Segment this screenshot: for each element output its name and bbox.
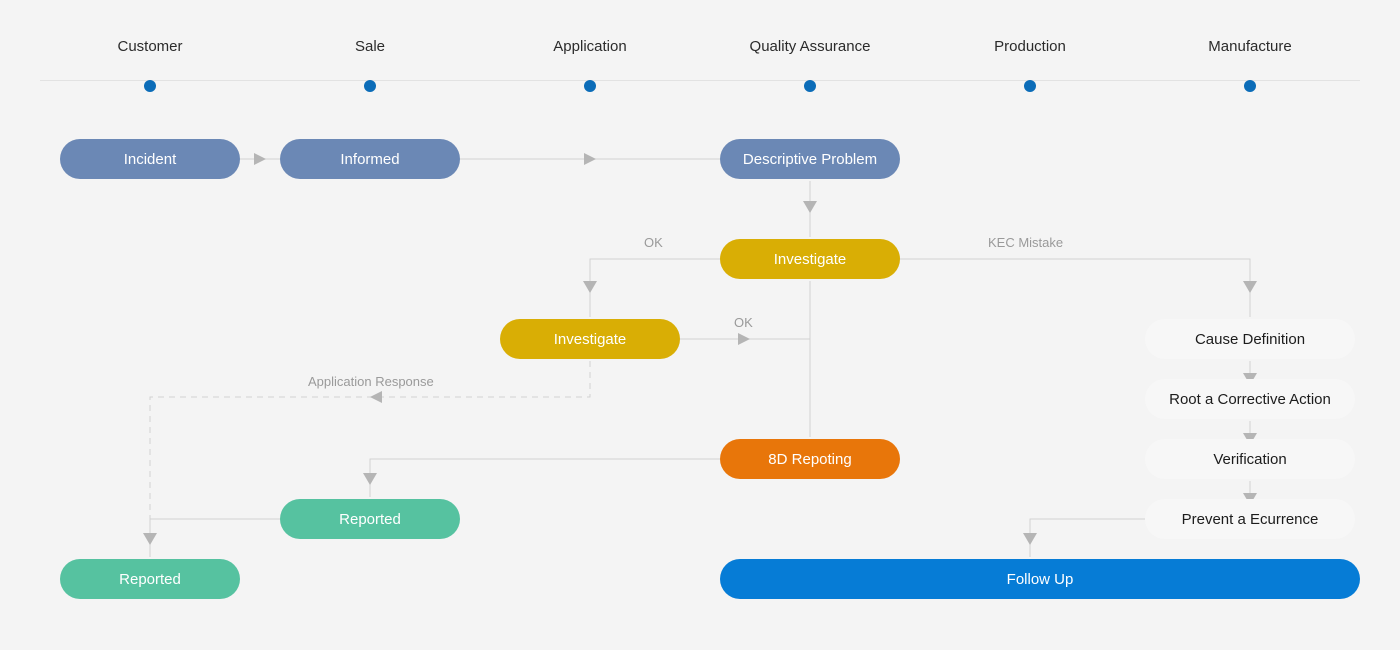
lane-label-sale: Sale (354, 38, 386, 55)
node-reported-customer-label: Reported (119, 570, 181, 588)
node-descriptive-problem[interactable]: Descriptive Problem (720, 139, 900, 179)
lane-label-quality-assurance: Quality Assurance (749, 38, 871, 55)
lane-label-production: Production (994, 38, 1066, 55)
lane-customer: Customer (40, 38, 260, 92)
node-incident-label: Incident (123, 150, 177, 168)
node-follow-up[interactable]: Follow Up (720, 559, 1360, 599)
node-investigate-qa[interactable]: Investigate (720, 239, 900, 279)
lane-dot-production[interactable] (1024, 80, 1036, 92)
node-8d-reporting-label: 8D Repoting (768, 450, 852, 468)
lane-dot-manufacture[interactable] (1244, 80, 1256, 92)
node-verification[interactable]: Verification (1145, 439, 1355, 479)
lane-quality-assurance: Quality Assurance (700, 38, 920, 92)
lane-label-customer: Customer (117, 38, 183, 55)
lane-label-manufacture: Manufacture (1208, 38, 1292, 55)
lane-dot-sale[interactable] (364, 80, 376, 92)
edge-label-application-response: Application Response (308, 374, 434, 389)
node-investigate-qa-label: Investigate (773, 250, 847, 268)
edge-label-kec-mistake: KEC Mistake (988, 235, 1064, 250)
node-descriptive-problem-label: Descriptive Problem (742, 150, 878, 168)
lane-dot-application[interactable] (584, 80, 596, 92)
lane-dot-quality-assurance[interactable] (804, 80, 816, 92)
node-informed[interactable]: Informed (280, 139, 460, 179)
node-root-corrective-action[interactable]: Root a Corrective Action (1145, 379, 1355, 419)
lane-production: Production (920, 38, 1140, 92)
node-root-corrective-action-label: Root a Corrective Action (1169, 390, 1331, 408)
node-investigate-application-label: Investigate (553, 330, 627, 348)
lane-label-application: Application (553, 38, 627, 55)
edge-label-ok-left: OK (644, 235, 663, 250)
edge-label-ok-mid: OK (734, 315, 753, 330)
lane-sale: Sale (260, 38, 480, 92)
node-reported-sale[interactable]: Reported (280, 499, 460, 539)
lane-dot-customer[interactable] (144, 80, 156, 92)
node-reported-customer[interactable]: Reported (60, 559, 240, 599)
node-8d-reporting[interactable]: 8D Repoting (720, 439, 900, 479)
node-prevent-recurrence-label: Prevent a Ecurrence (1181, 510, 1319, 528)
lane-application: Application (480, 38, 700, 92)
lane-manufacture: Manufacture (1140, 38, 1360, 92)
node-cause-definition-label: Cause Definition (1194, 330, 1306, 348)
node-prevent-recurrence[interactable]: Prevent a Ecurrence (1145, 499, 1355, 539)
node-cause-definition[interactable]: Cause Definition (1145, 319, 1355, 359)
node-informed-label: Informed (340, 150, 400, 168)
node-incident[interactable]: Incident (60, 139, 240, 179)
node-verification-label: Verification (1213, 450, 1287, 468)
node-reported-sale-label: Reported (339, 510, 401, 528)
lane-axis-line (40, 80, 1360, 81)
node-investigate-application[interactable]: Investigate (500, 319, 680, 359)
node-follow-up-label: Follow Up (1006, 570, 1074, 588)
